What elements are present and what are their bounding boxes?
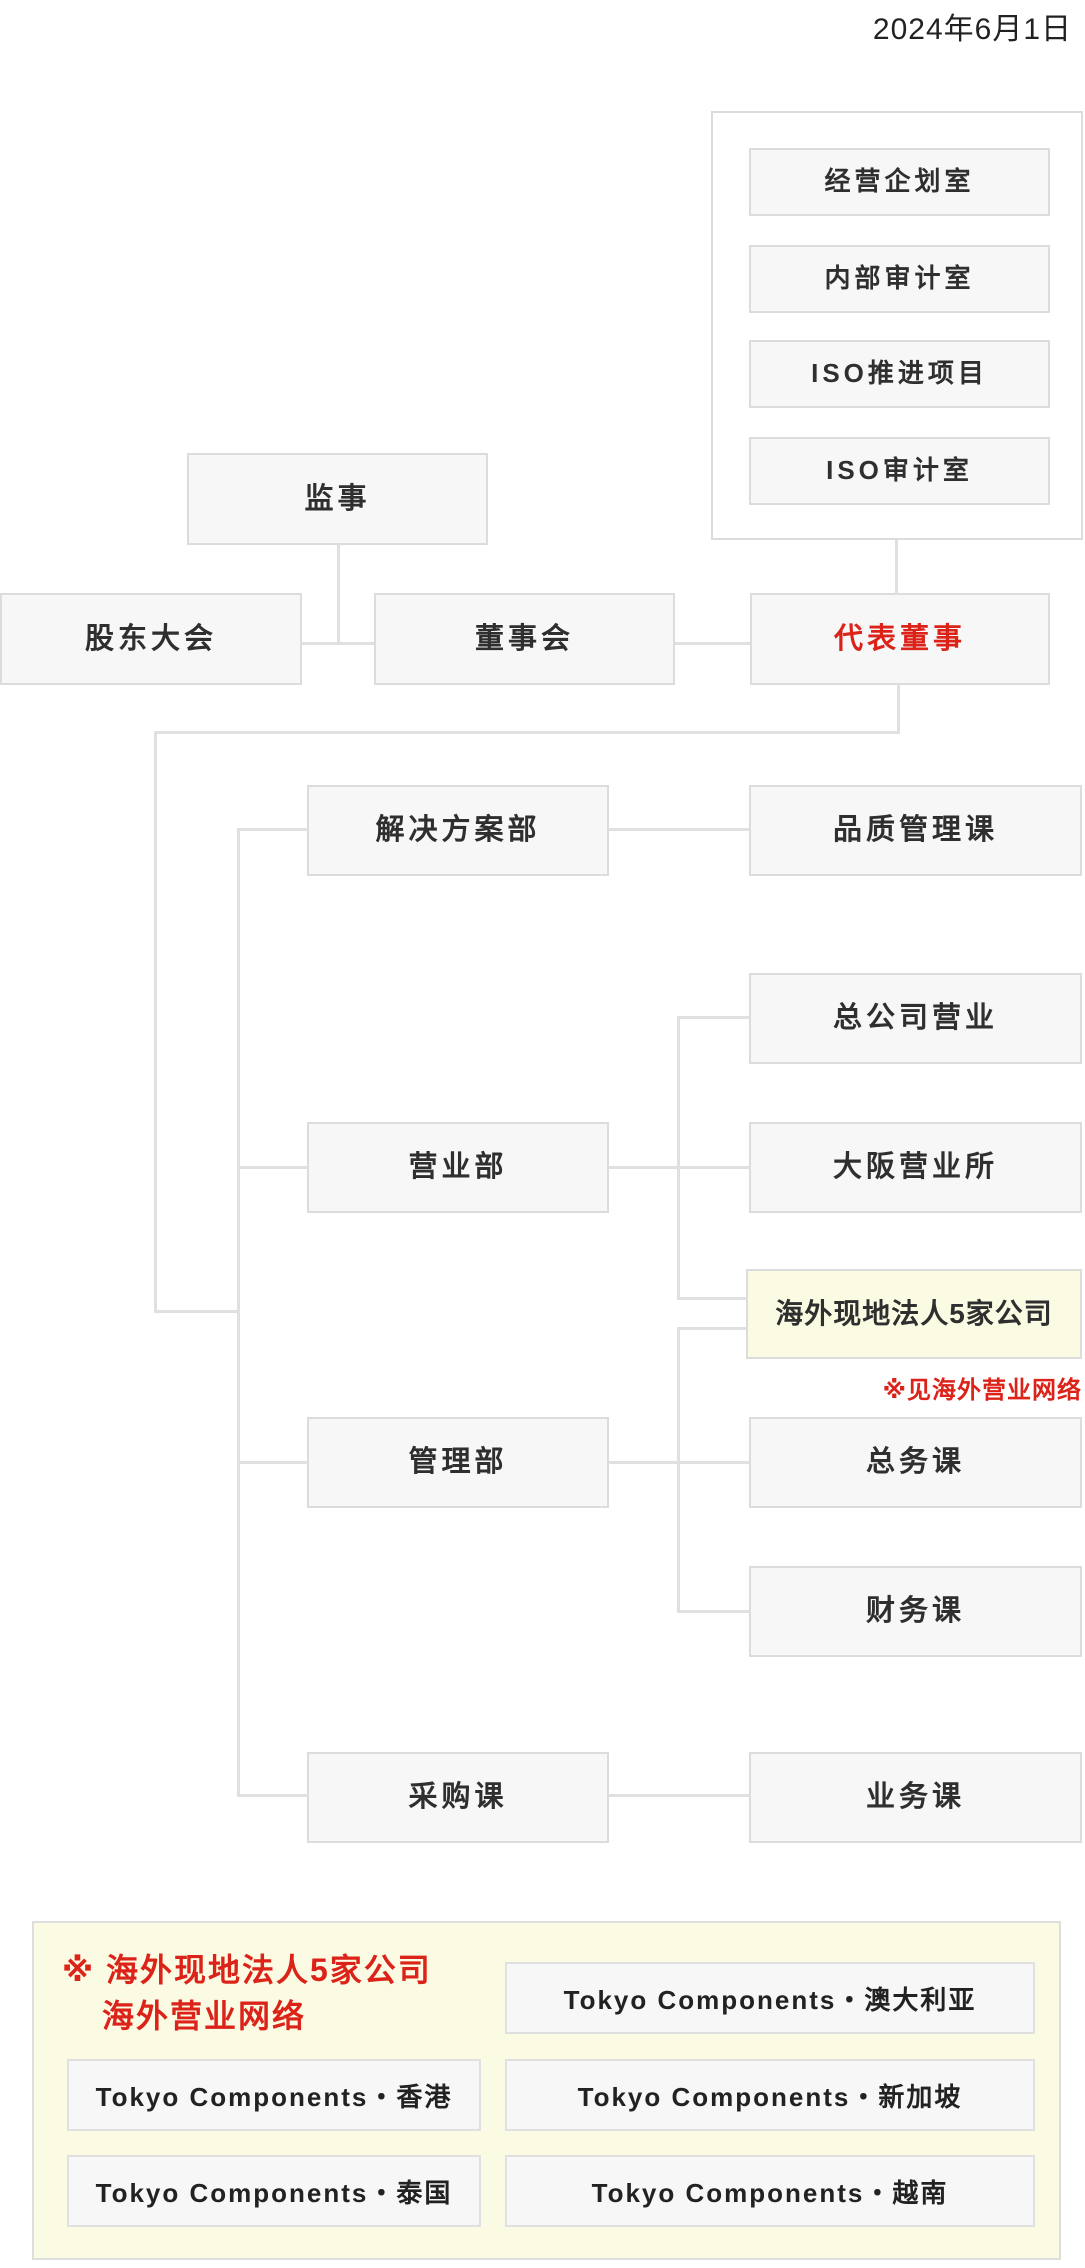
connector-representative-down [897,685,900,734]
connector-branch-finance [678,1610,750,1613]
node-iso-audit-office: ISO审计室 [749,437,1050,505]
node-board-of-directors: 董事会 [374,593,675,685]
connector-spine-solutions [238,828,308,831]
connector-admin-generalaffairs [609,1461,750,1464]
connector-spine-admin [238,1461,308,1464]
connector-branch-overseas-lower [678,1327,747,1330]
connector-auditor-down [337,545,340,645]
company-tokyo-components-hongkong: Tokyo Components・香港 [67,2059,481,2131]
connector-spine-purchasing [238,1794,308,1797]
overseas-note: ※见海外营业网络 [882,1377,1082,1404]
node-management-planning-office: 经营企划室 [749,148,1050,216]
node-sales-dept: 营业部 [307,1122,609,1213]
connector-representative-branch [155,731,900,734]
connector-shareholders-board [302,642,374,645]
connector-left-spine-upper [154,731,157,1313]
overseas-panel-title-line1: ※ 海外现地法人5家公司 [62,1952,432,1988]
node-shareholders-meeting: 股东大会 [0,593,302,685]
node-general-affairs-section: 总务课 [749,1417,1082,1508]
connector-branch-headoffice [678,1016,750,1019]
node-solutions-dept: 解决方案部 [307,785,609,876]
node-auditor: 监事 [187,453,488,545]
org-date: 2024年6月1日 [872,13,1072,46]
company-tokyo-components-vietnam: Tokyo Components・越南 [505,2155,1035,2227]
node-representative-director: 代表董事 [750,593,1050,685]
connector-spine-sales [238,1166,308,1169]
node-iso-promotion-project: ISO推进项目 [749,340,1050,408]
node-quality-control-section: 品质管理课 [749,785,1082,876]
node-head-office-sales: 总公司营业 [749,973,1082,1064]
company-tokyo-components-australia: Tokyo Components・澳大利亚 [505,1962,1035,2034]
node-internal-audit-office: 内部审计室 [749,245,1050,313]
connector-purchasing-operations [609,1794,750,1797]
overseas-panel-title-line2: 海外营业网络 [102,1998,307,2035]
connector-left-spine-lower [237,828,240,1797]
overseas-panel-title: ※ 海外现地法人5家公司 海外营业网络 [62,1947,432,2040]
node-osaka-sales-office: 大阪营业所 [749,1122,1082,1213]
node-admin-dept: 管理部 [307,1417,609,1508]
connector-solutions-quality [609,828,750,831]
connector-staffgroup-representative [895,540,898,595]
connector-admin-branch-spine [677,1327,680,1613]
node-operations-section: 业务课 [749,1752,1082,1843]
connector-board-representative [675,642,750,645]
connector-spine-jog [155,1310,240,1313]
node-finance-section: 财务课 [749,1566,1082,1657]
node-purchasing-section: 采购课 [307,1752,609,1843]
node-overseas-subsidiaries: 海外现地法人5家公司 [746,1269,1082,1359]
connector-sales-branch-spine [677,1016,680,1300]
company-tokyo-components-thailand: Tokyo Components・泰国 [67,2155,481,2227]
connector-branch-overseas-upper [678,1297,747,1300]
company-tokyo-components-singapore: Tokyo Components・新加坡 [505,2059,1035,2131]
